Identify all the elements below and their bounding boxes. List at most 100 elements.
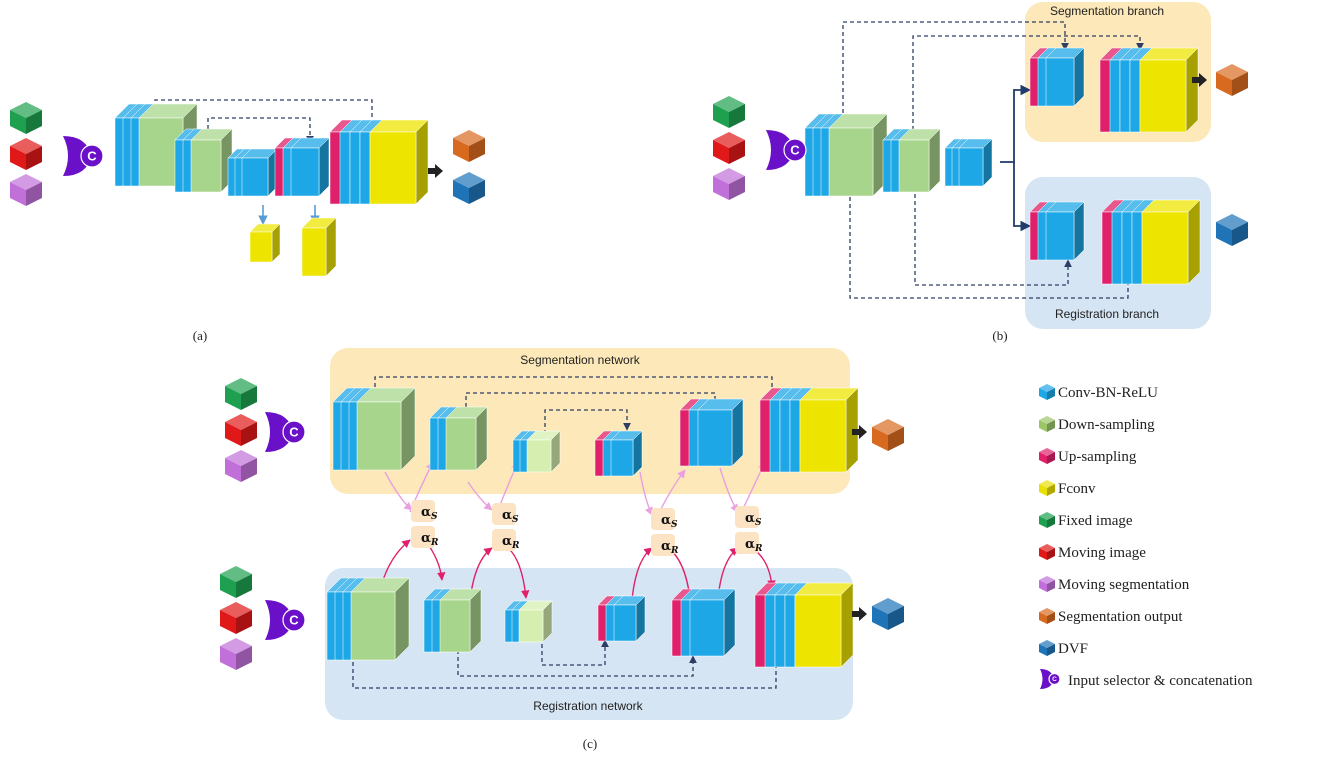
concat-letter: C <box>790 142 800 157</box>
down-sampling-layer <box>439 588 482 653</box>
svg-text:αR: αR <box>745 537 763 554</box>
deep-supervision-arrows <box>258 205 320 225</box>
down-sampling-layer <box>828 113 888 197</box>
cube-icon <box>1039 544 1055 560</box>
moving-segmentation-cube <box>713 168 745 200</box>
segmentation-output-cube <box>872 419 904 451</box>
conv-bn-relu-layer <box>1045 201 1085 261</box>
dvf-output-cube <box>872 598 904 630</box>
down-sampling-layer <box>898 128 941 193</box>
conv-bn-relu-layer <box>241 148 278 197</box>
output-arrows <box>428 73 1207 621</box>
conv-bn-relu-layer <box>689 588 736 657</box>
output-arrow-icon <box>852 425 867 439</box>
alpha-subscript: S <box>512 515 519 525</box>
panel-b-label: (b) <box>992 328 1007 343</box>
svg-text:αS: αS <box>661 513 678 530</box>
moving-segmentation-cube <box>225 450 257 482</box>
alpha-symbol: α <box>502 508 512 523</box>
legend-label: Moving segmentation <box>1058 577 1190 593</box>
legend-item-moving: Moving image <box>1039 544 1146 561</box>
alpha-unit: αS <box>735 506 762 528</box>
alpha-unit: αR <box>411 526 439 548</box>
alpha-symbol: α <box>745 511 755 526</box>
alpha-unit: αS <box>411 500 438 522</box>
conv-bn-relu-layer <box>958 138 993 187</box>
concat-icon: C <box>1040 669 1061 689</box>
dvf-output-cube <box>453 172 485 204</box>
alpha-unit: αR <box>651 534 679 556</box>
fconv-layer <box>369 119 429 205</box>
down-sampling-layer <box>518 600 553 643</box>
fixed-image-cube <box>10 102 42 134</box>
legend-label: Fixed image <box>1058 513 1133 529</box>
svg-text:αS: αS <box>745 511 762 528</box>
legend-label: Conv-BN-ReLU <box>1058 385 1158 401</box>
legend-item-up: Up-sampling <box>1039 448 1137 465</box>
cube-icon <box>1039 576 1055 592</box>
seg-branch-title: Segmentation branch <box>1050 4 1164 18</box>
fconv-layer <box>1139 47 1199 133</box>
alpha-unit: αS <box>492 503 519 525</box>
svg-text:αR: αR <box>661 539 679 556</box>
concat-symbols: C C C C <box>63 130 807 640</box>
alpha-symbol: α <box>661 539 671 554</box>
alpha-symbol: α <box>745 537 755 552</box>
input-output-cubes <box>10 64 1248 670</box>
cube-icon <box>1039 480 1055 496</box>
alpha-subscript: S <box>671 520 678 530</box>
legend-item-movseg: Moving segmentation <box>1039 576 1190 593</box>
concat-icon: C <box>63 136 104 176</box>
cube-icon <box>1039 384 1055 400</box>
moving-image-cube <box>225 414 257 446</box>
dvf-output-cube <box>1216 214 1248 246</box>
reg-network-title: Registration network <box>533 699 643 713</box>
branch-split-arrows <box>1000 84 1032 232</box>
concat-letter: C <box>289 424 299 439</box>
concat-letter: C <box>1052 676 1057 683</box>
svg-text:αS: αS <box>421 505 438 522</box>
alpha-unit: αR <box>492 529 520 551</box>
fixed-image-cube <box>220 566 252 598</box>
concat-icon: C <box>766 130 807 170</box>
fconv-layer <box>799 387 859 473</box>
moving-image-cube <box>10 138 42 170</box>
moving-segmentation-cube <box>10 174 42 206</box>
cube-icon <box>1039 608 1055 624</box>
legend: Conv-BN-ReLU Down-samplingUp-samplingFcon… <box>1039 384 1253 689</box>
concat-icon: C <box>265 412 306 452</box>
fconv-layer <box>794 582 854 668</box>
svg-text:αS: αS <box>502 508 519 525</box>
legend-label: Up-sampling <box>1058 449 1137 465</box>
conv-bn-relu-layer <box>290 137 330 197</box>
svg-text:αR: αR <box>502 534 520 551</box>
cube-icon <box>1039 512 1055 528</box>
legend-item-fixed: Fixed image <box>1039 512 1133 529</box>
alpha-subscript: R <box>511 541 520 551</box>
feature-blocks <box>114 47 1201 668</box>
reg-branch-title: Registration branch <box>1055 307 1159 321</box>
legend-label: Fconv <box>1058 481 1096 497</box>
down-sampling-layer <box>526 430 561 473</box>
legend-label: Moving image <box>1058 545 1146 561</box>
legend-label: Input selector & concatenation <box>1068 673 1253 689</box>
svg-text:αR: αR <box>421 531 439 548</box>
alpha-symbol: α <box>421 505 431 520</box>
alpha-symbol: α <box>661 513 671 528</box>
down-sampling-layer <box>356 387 416 471</box>
legend-item-concat: C Input selector & concatenation <box>1040 669 1253 689</box>
legend-label: Segmentation output <box>1058 609 1183 625</box>
alpha-subscript: R <box>430 538 439 548</box>
legend-item-down: Down-sampling <box>1039 416 1155 433</box>
output-arrow-icon <box>1192 73 1207 87</box>
down-sampling-layer <box>350 577 410 661</box>
alpha-subscript: R <box>670 546 679 556</box>
conv-bn-relu-layer <box>697 398 744 467</box>
alpha-symbol: α <box>502 534 512 549</box>
moving-segmentation-cube <box>220 638 252 670</box>
seg-network-title: Segmentation network <box>520 353 640 367</box>
down-sampling-layer <box>190 128 233 193</box>
concat-letter: C <box>289 612 299 627</box>
